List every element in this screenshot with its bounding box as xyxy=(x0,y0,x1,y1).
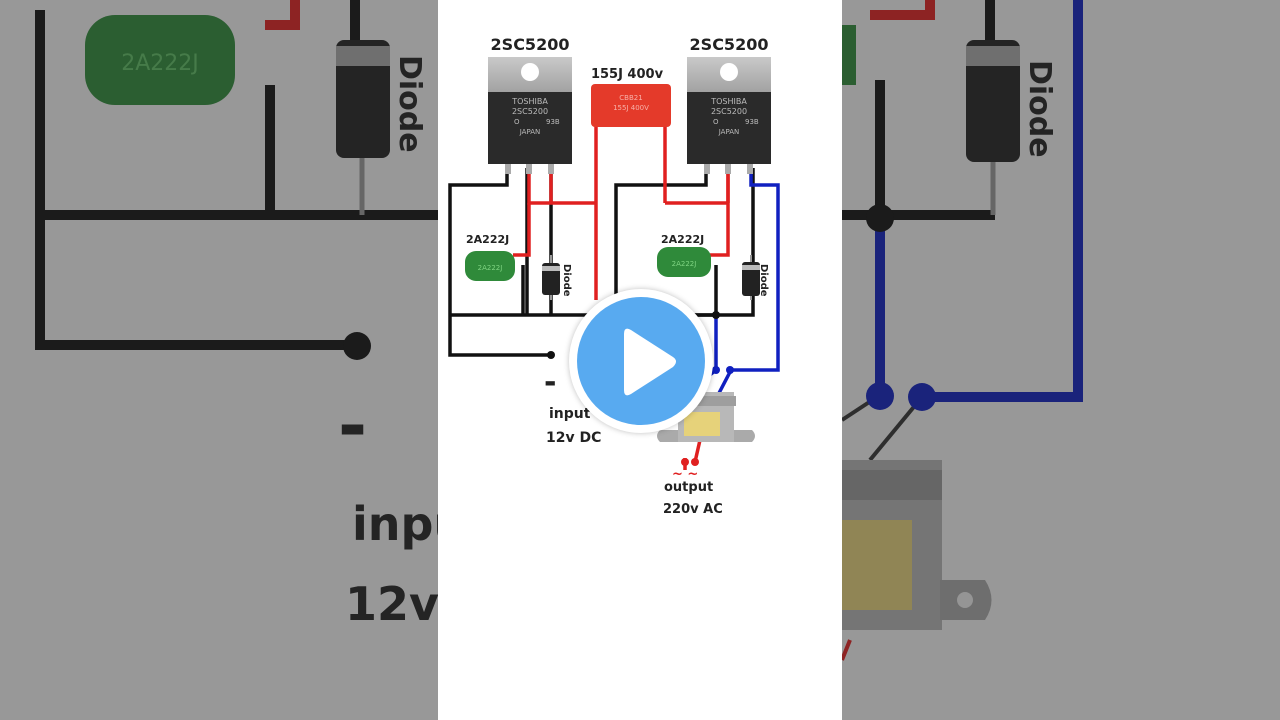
bg-right-junction-a xyxy=(866,204,894,232)
transistor-right-marking-code: 93B xyxy=(745,118,759,126)
output-voltage-label: 220v AC xyxy=(663,502,723,517)
diode-right xyxy=(742,255,760,300)
resistor-left-marking: 2A222J xyxy=(478,264,503,272)
bg-transformer xyxy=(840,460,992,661)
bg-left-junction xyxy=(343,332,371,360)
bg-input-sign: - xyxy=(338,385,367,467)
input-sign: - xyxy=(544,365,556,400)
play-icon xyxy=(624,328,676,396)
transistor-left-marking-part: 2SC5200 xyxy=(512,107,548,116)
bg-input-voltage: 12v xyxy=(345,577,439,631)
transistor-right: TOSHIBA 2SC5200 O 93B JAPAN xyxy=(687,57,771,174)
transistor-right-label: 2SC5200 xyxy=(690,35,769,54)
transistor-left-marking-grade: O xyxy=(514,118,520,126)
capacitor-marking-value: 155J 400V xyxy=(613,104,649,112)
capacitor: CBB21 155J 400V xyxy=(591,84,671,127)
resistor-right: 2A222J xyxy=(657,247,711,277)
left-dim-overlay xyxy=(0,0,438,720)
bg-resistor-left: 2A222J xyxy=(85,15,235,105)
resistor-left: 2A222J xyxy=(465,251,515,281)
play-button[interactable] xyxy=(569,289,713,433)
bg-diode-label-right: Diode xyxy=(1022,60,1057,158)
right-dim-overlay xyxy=(842,0,1280,720)
output-terminal-a xyxy=(681,458,689,466)
transistor-left-label: 2SC5200 xyxy=(491,35,570,54)
red-wires xyxy=(513,125,730,470)
bg-left-red-wire xyxy=(265,0,300,30)
bg-right-red-wire xyxy=(870,0,935,20)
blue-junction-b xyxy=(726,366,734,374)
input-voltage-label: 12v DC xyxy=(546,430,601,446)
diode-right-label: Diode xyxy=(758,264,769,297)
input-label: input xyxy=(549,406,591,422)
junction-dot xyxy=(712,311,720,319)
circuit-diagram: TOSHIBA 2SC5200 O 93B JAPAN 2SC5200 TOSH… xyxy=(448,35,780,517)
input-terminal xyxy=(547,351,555,359)
bg-diode-right xyxy=(966,40,1020,215)
transistor-left-marking-code: 93B xyxy=(546,118,560,126)
resistor-left-label: 2A222J xyxy=(466,233,509,246)
bg-left-wires xyxy=(35,0,438,350)
bg-resistor-right-edge xyxy=(842,25,856,85)
transistor-right-marking-brand: TOSHIBA xyxy=(710,97,747,106)
output-terminal-b xyxy=(691,458,699,466)
bg-resistor-marking: 2A222J xyxy=(121,51,199,76)
output-label: output xyxy=(664,480,713,495)
transistor-left: TOSHIBA 2SC5200 O 93B JAPAN xyxy=(488,57,572,174)
capacitor-label: 155J 400v xyxy=(591,67,664,82)
transistor-right-marking-origin: JAPAN xyxy=(718,128,740,136)
video-frame[interactable]: TOSHIBA 2SC5200 O 93B JAPAN 2SC5200 TOSH… xyxy=(438,0,842,720)
resistor-right-label: 2A222J xyxy=(661,233,704,246)
bg-diode-label-left: Diode xyxy=(392,55,427,153)
diode-left-label: Diode xyxy=(561,264,572,297)
bg-diode-left xyxy=(336,40,390,215)
bg-right-junction-c xyxy=(908,383,936,411)
output-tilde: ~ ~ xyxy=(672,467,698,482)
transistor-left-marking-brand: TOSHIBA xyxy=(511,97,548,106)
blue-junction-a xyxy=(712,366,720,374)
transistor-right-marking-part: 2SC5200 xyxy=(711,107,747,116)
diode-left xyxy=(542,255,560,300)
transistor-left-marking-origin: JAPAN xyxy=(519,128,541,136)
transistor-right-marking-grade: O xyxy=(713,118,719,126)
resistor-right-marking: 2A222J xyxy=(672,260,697,268)
capacitor-marking-type: CBB21 xyxy=(619,94,642,102)
bg-right-junction-b xyxy=(866,382,894,410)
